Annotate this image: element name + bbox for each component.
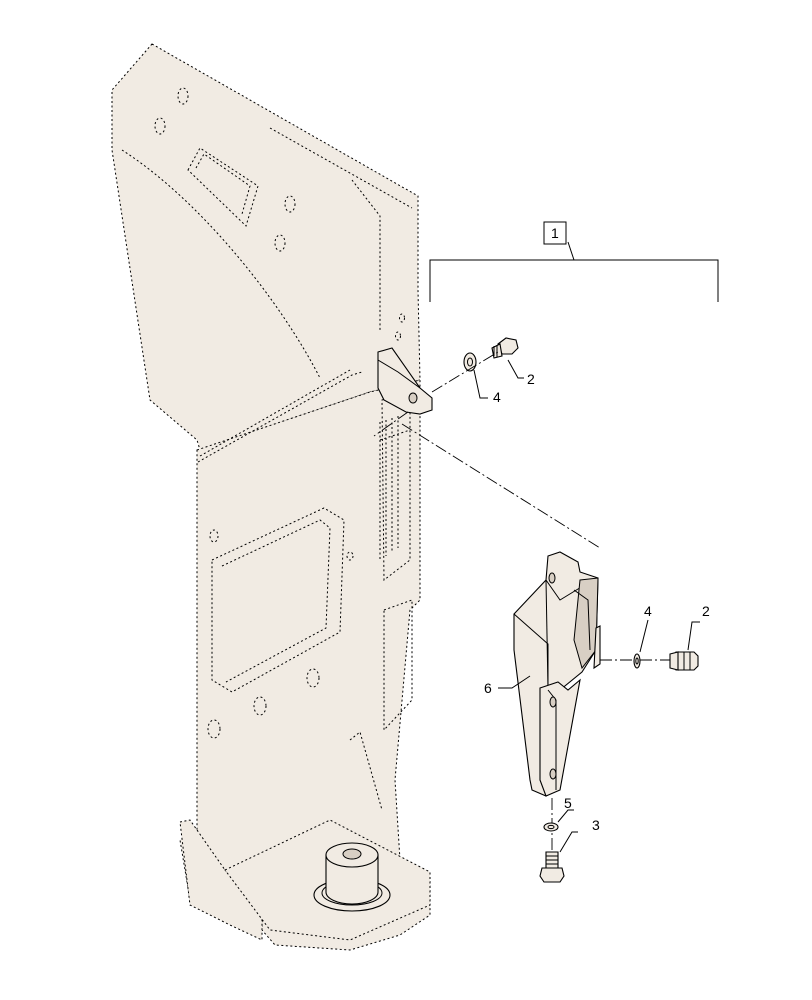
frame-outline — [111, 43, 431, 951]
callout-5: 5 — [564, 795, 572, 811]
callout-2-upper: 2 — [527, 371, 535, 387]
leader-6: 6 — [484, 675, 531, 696]
callout-6: 6 — [484, 680, 492, 696]
callout-3: 3 — [592, 817, 600, 833]
lower-washer — [543, 822, 559, 832]
upper-bolt — [491, 337, 519, 359]
leader-2-right: 2 — [687, 603, 710, 651]
upper-washer — [463, 352, 477, 372]
right-washer — [633, 653, 641, 669]
callout-4-upper: 4 — [493, 389, 501, 405]
leader-4-right: 4 — [639, 603, 652, 653]
leader-2-upper: 2 — [507, 359, 535, 387]
callout-1: 1 — [551, 225, 559, 241]
callout-4-right: 4 — [644, 603, 652, 619]
frame-lug — [377, 347, 433, 415]
callout-2-right: 2 — [702, 603, 710, 619]
leader-4-upper: 4 — [473, 369, 501, 405]
right-bolt — [669, 651, 699, 671]
leader-3: 3 — [559, 817, 600, 853]
leader-5: 5 — [557, 795, 574, 823]
lower-bolt — [539, 851, 565, 883]
foot-pillar — [313, 842, 391, 912]
bracket-part-6 — [513, 551, 601, 797]
assembly-bracket: 1 — [429, 221, 719, 302]
